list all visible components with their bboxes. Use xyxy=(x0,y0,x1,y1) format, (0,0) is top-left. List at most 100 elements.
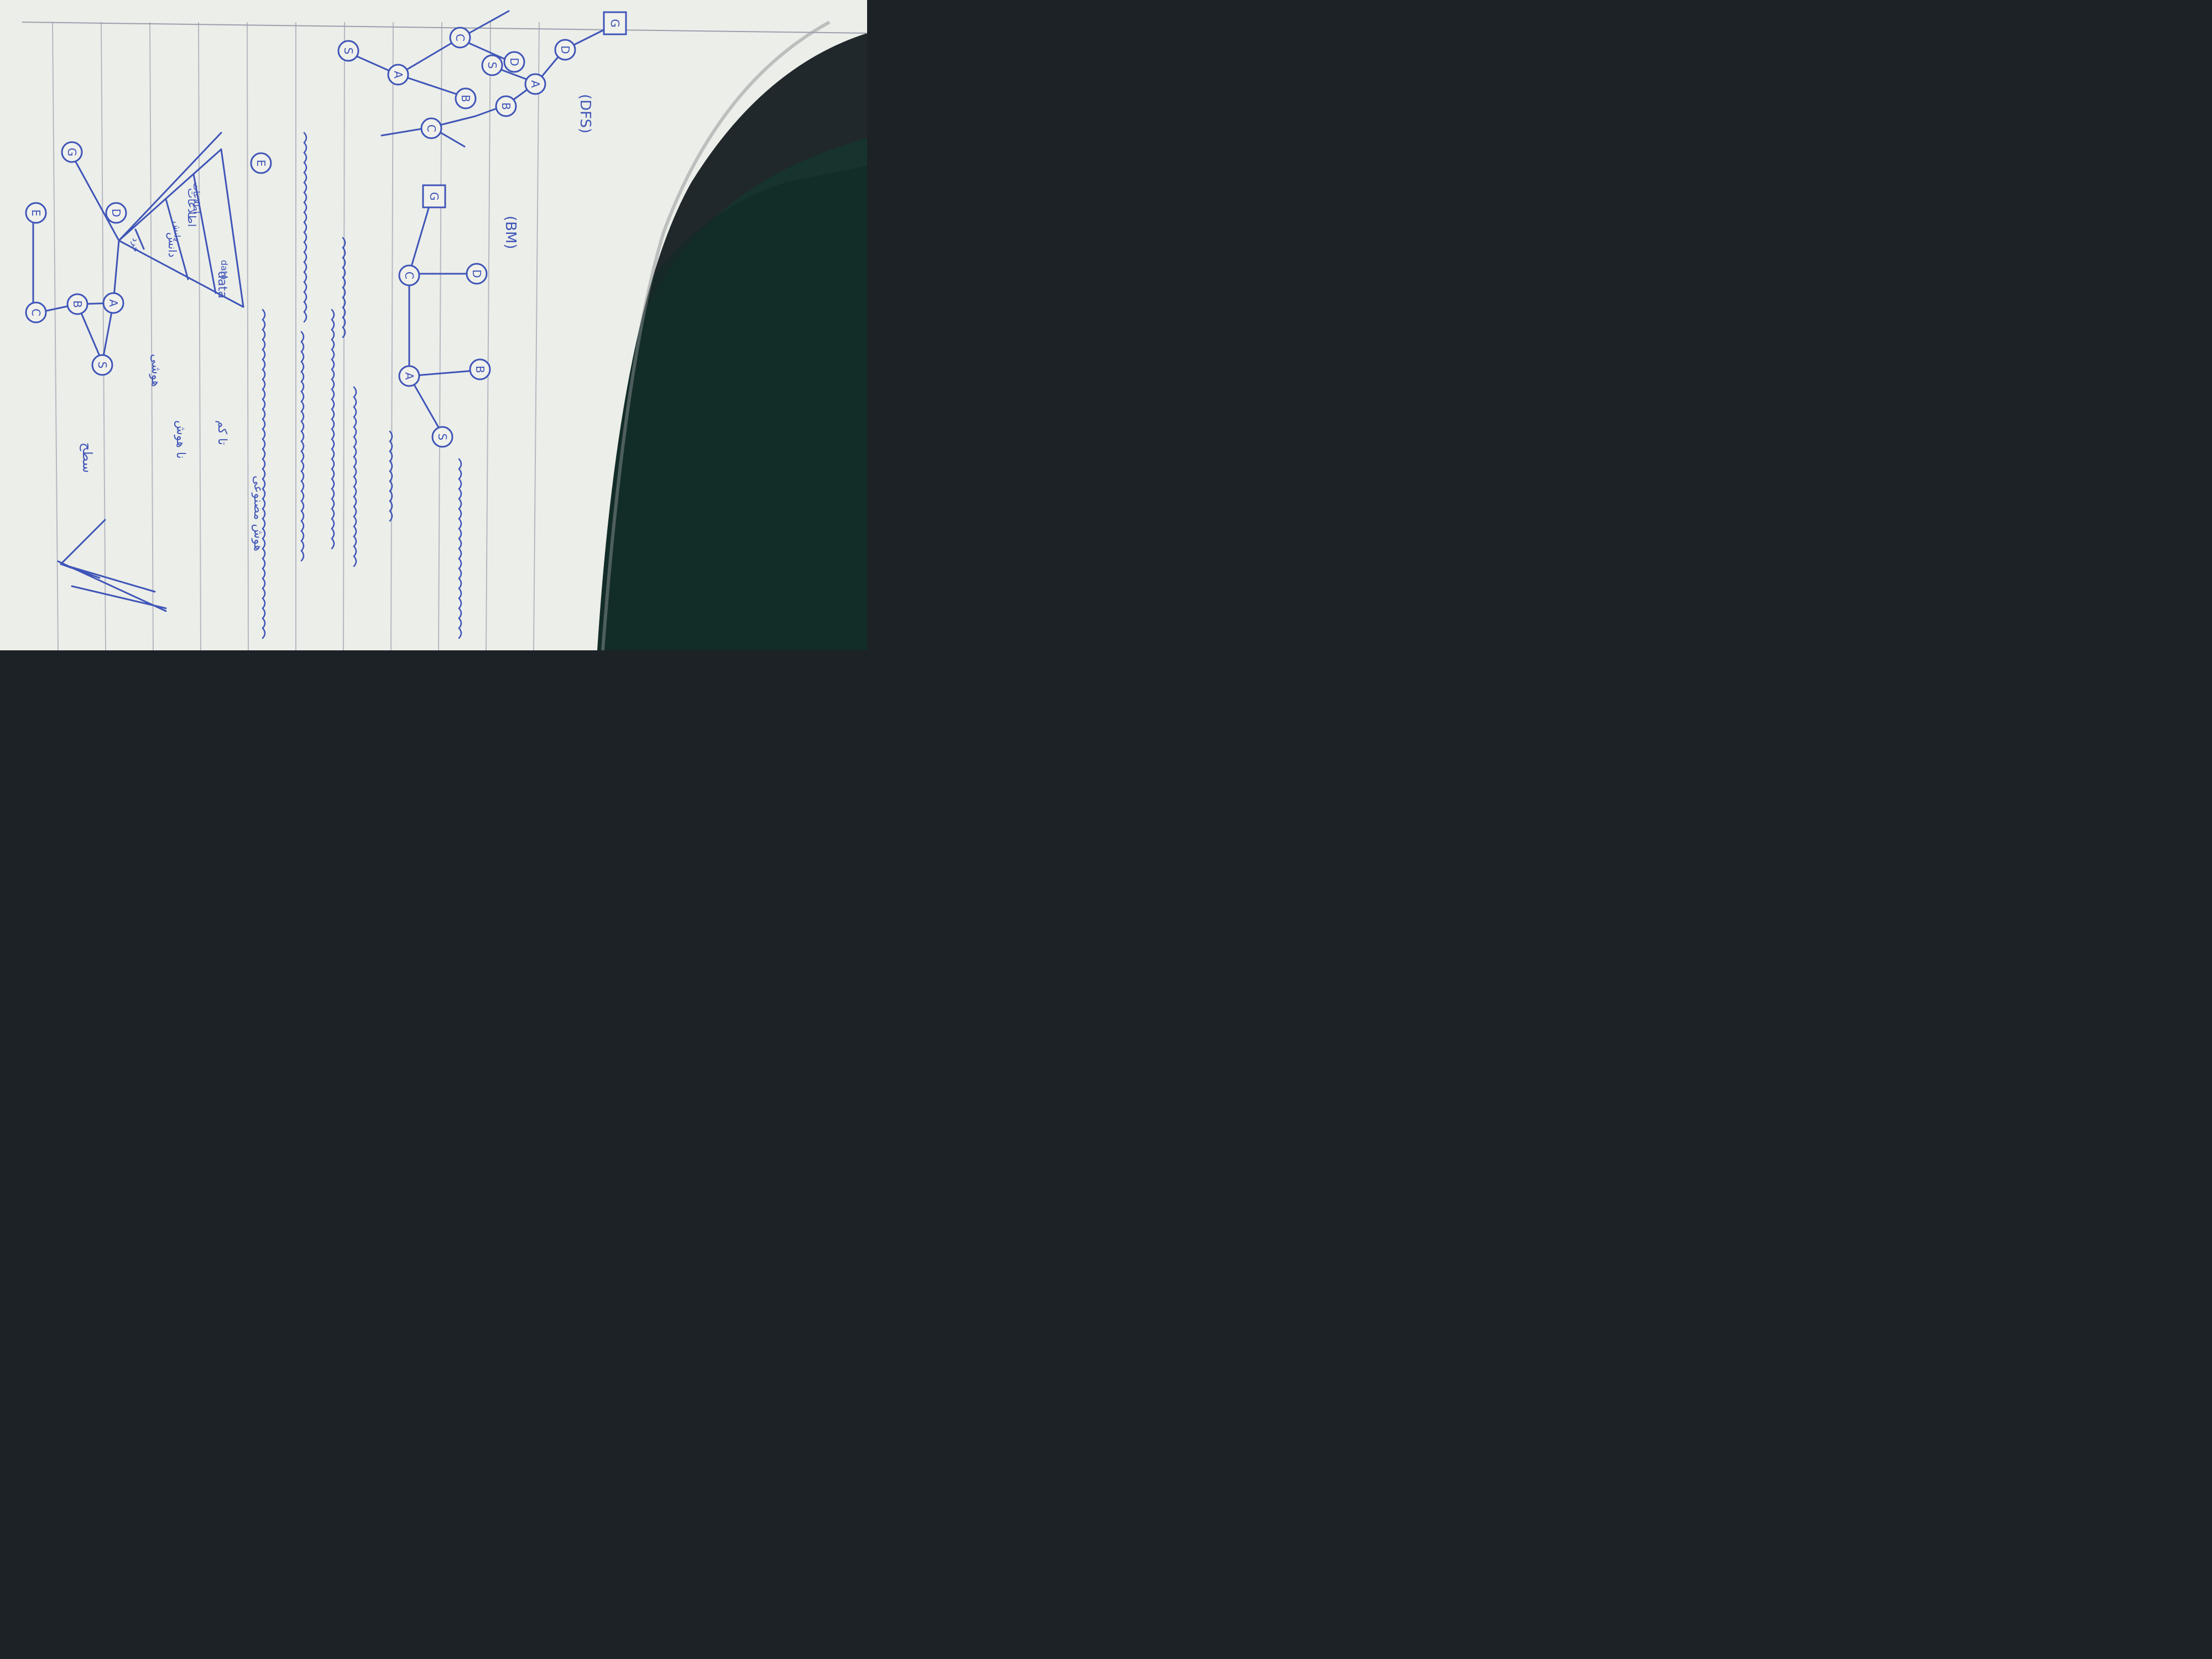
node-circle xyxy=(25,301,47,324)
graph-nodes: S A B C E D G S A B C D G S A B C D G S A B C D E xyxy=(25,11,627,448)
graph-node: G xyxy=(603,11,627,35)
node-circle xyxy=(524,73,546,95)
node-circle xyxy=(422,184,446,208)
pyramid-level-label: خرد xyxy=(130,238,141,252)
sketch-tree xyxy=(57,519,167,612)
node-label: A xyxy=(403,372,416,380)
graph-node: D xyxy=(554,39,576,61)
handwriting-scribbles xyxy=(262,132,462,639)
graph-node: S xyxy=(337,40,359,62)
graph-node: G xyxy=(422,184,446,208)
top-rule xyxy=(22,22,867,34)
ruled-line xyxy=(52,22,59,650)
node-circle xyxy=(250,152,272,174)
graph-node: C xyxy=(398,264,420,286)
ruled-line xyxy=(486,22,491,650)
graph-node: B xyxy=(469,358,491,380)
node-circle xyxy=(466,263,488,285)
handwriting-row xyxy=(342,237,346,338)
graph-node: G xyxy=(61,141,83,163)
graph-node: B xyxy=(455,87,477,109)
graph-node: A xyxy=(387,64,409,86)
fabric-shadow xyxy=(553,166,867,650)
pyramid-level-label: دانش xyxy=(171,221,182,241)
node-label: A xyxy=(107,299,120,307)
node-label: B xyxy=(459,95,472,102)
graph-node: A xyxy=(398,365,420,387)
ruled-line xyxy=(198,22,201,650)
label-information: اطلاعات xyxy=(185,188,199,227)
graph-node: E xyxy=(250,152,272,174)
node-label: G xyxy=(65,148,79,156)
node-label: S xyxy=(436,434,449,441)
node-label: D xyxy=(508,58,521,66)
pyramid-level-label: data xyxy=(219,260,229,280)
graph-top xyxy=(32,132,222,363)
graph-node: D xyxy=(105,202,127,224)
graph-node: S xyxy=(91,354,113,376)
node-label: A xyxy=(392,71,405,79)
node-circle xyxy=(469,358,491,380)
node-circle xyxy=(449,27,471,49)
ruled-line xyxy=(149,22,154,650)
node-label: E xyxy=(29,210,43,217)
node-circle xyxy=(105,202,127,224)
handwriting-row xyxy=(389,430,393,522)
ruled-line xyxy=(101,22,106,650)
notebook-photo: S A B C E D G S A B C D G S A B C D G S A B C D E (DFS) (BM) dat… xyxy=(0,0,867,650)
label-data: data xyxy=(215,271,229,299)
node-circle xyxy=(398,264,420,286)
node-circle xyxy=(25,202,47,224)
graph-node: B xyxy=(66,293,88,315)
node-circle xyxy=(420,117,442,139)
notebook-page xyxy=(0,0,867,650)
graph-node: C xyxy=(25,301,47,324)
node-label: G xyxy=(427,192,441,201)
graph-node: D xyxy=(503,51,525,73)
handwriting-row xyxy=(331,309,335,550)
node-label: D xyxy=(559,45,572,54)
handwriting-row xyxy=(303,132,307,323)
graph-node: A xyxy=(102,292,124,314)
node-circle xyxy=(481,54,503,76)
ruled-line xyxy=(533,22,540,650)
label-not-smart: نا هوش xyxy=(174,420,187,459)
graph-node: B xyxy=(495,95,517,117)
node-circle xyxy=(603,11,627,35)
label-search-problem: هوش مصنوعی xyxy=(251,476,265,551)
node-label: E xyxy=(254,160,268,167)
handwriting-row xyxy=(353,386,357,567)
graph-node: E xyxy=(25,202,47,224)
label-bm: (BM) xyxy=(502,216,519,249)
ruled-line xyxy=(390,22,394,650)
graph-node: D xyxy=(466,263,488,285)
label-knowledge: دانش xyxy=(166,232,179,258)
node-label: S xyxy=(96,362,109,369)
node-circle xyxy=(398,365,420,387)
graph-node: A xyxy=(524,73,546,95)
node-label: G xyxy=(608,19,622,28)
node-circle xyxy=(387,64,409,86)
graph-node: C xyxy=(449,27,471,49)
node-label: C xyxy=(453,34,467,41)
ruled-lines xyxy=(52,22,540,650)
node-label: C xyxy=(29,309,43,316)
node-label: S xyxy=(486,62,499,69)
label-dfs: (DFS) xyxy=(577,94,593,133)
node-circle xyxy=(91,354,113,376)
label-surface: سطح xyxy=(80,442,95,473)
node-label: B xyxy=(71,300,84,308)
node-circle xyxy=(431,426,453,448)
graph-node: C xyxy=(420,117,442,139)
node-circle xyxy=(102,292,124,314)
graph-bottom xyxy=(408,198,477,435)
handwriting-row xyxy=(458,458,462,639)
label-weather: هوشی xyxy=(149,354,163,387)
node-label: A xyxy=(529,80,542,88)
node-label: B xyxy=(499,102,513,110)
label-concept-tree: تا کم xyxy=(215,420,229,445)
node-circle xyxy=(455,87,477,109)
handwriting-row xyxy=(262,309,266,639)
node-label: C xyxy=(403,272,416,279)
pyramid xyxy=(118,148,244,308)
